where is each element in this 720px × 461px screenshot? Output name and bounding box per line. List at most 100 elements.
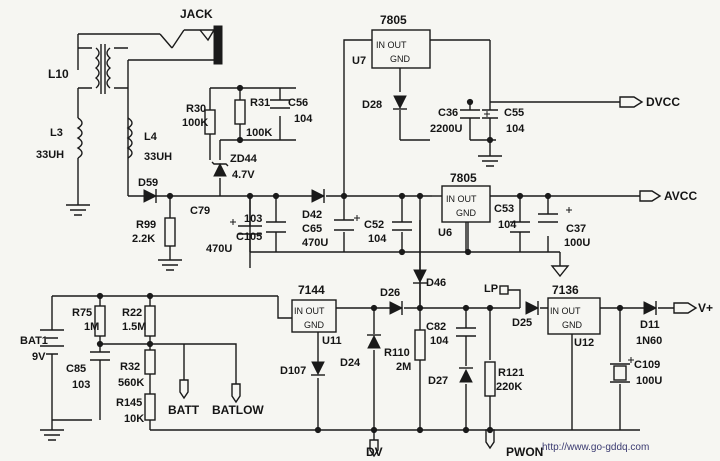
junction-dot (416, 426, 424, 434)
d42-diode (311, 189, 326, 203)
label-l4-value: 33UH (144, 151, 172, 163)
wire-battery (51, 295, 278, 421)
label-u7-chip: 7805 (380, 13, 407, 27)
label-u7: U7 (352, 55, 366, 67)
junction-dot (236, 136, 244, 144)
junction-dot (370, 304, 378, 312)
ground-symbol (478, 155, 502, 167)
r145-resistor (144, 393, 156, 421)
wire-batt-batlow (100, 343, 237, 384)
label-d42: D42 (302, 209, 322, 221)
junction-dot (96, 292, 104, 300)
label-c85-value: 103 (72, 379, 90, 391)
d42-triangle (311, 189, 326, 203)
plus-sign (484, 111, 490, 117)
label-u12-in-out: IN OUT (550, 306, 581, 316)
plus-sign (354, 215, 360, 221)
l4-coil (126, 117, 133, 159)
bat1-battery (40, 329, 64, 355)
jack-contact (199, 29, 215, 42)
r22-resistor (144, 305, 156, 337)
junction-dot (462, 304, 470, 312)
d11-diode (643, 301, 658, 315)
label-l4: L4 (144, 131, 158, 143)
label-c82-value: 104 (430, 335, 449, 347)
junction-dot (236, 84, 244, 92)
d59-triangle (143, 189, 158, 203)
dvcc-terminal (619, 96, 644, 108)
label-c82: C82 (426, 321, 446, 333)
wire-ground-mid (250, 251, 561, 266)
wire-d59 (127, 118, 251, 268)
r121-resistor (484, 361, 496, 397)
label-u11-gnd: GND (304, 320, 325, 330)
junction-dot (516, 192, 524, 200)
dv-terminal (369, 439, 379, 458)
ground-symbol (40, 420, 64, 441)
label-dvcc: DVCC (646, 95, 680, 109)
ground-symbol (158, 259, 182, 271)
label-c109: C109 (634, 359, 660, 371)
wire-u11 (277, 296, 319, 430)
r110-resistor (414, 329, 426, 361)
c55-capacitor (482, 109, 498, 119)
d46-diode (413, 269, 427, 284)
label-u6-in-out: IN OUT (446, 194, 477, 204)
label-r31: R31 (250, 97, 270, 109)
label-u12-gnd: GND (562, 320, 583, 330)
label-d11: D11 (640, 319, 660, 331)
ground-r99 (158, 259, 182, 271)
label-c65-value: 470U (302, 237, 328, 249)
c52-capacitor (392, 221, 412, 231)
wire-r30-r31 (209, 87, 296, 160)
label-vplus: V+ (698, 301, 713, 315)
label-d107: D107 (280, 365, 306, 377)
watermark-url: http://www.go-gddq.com (542, 442, 649, 453)
d26-triangle (389, 301, 404, 315)
ground-symbol (66, 204, 90, 216)
label-c103: 103 (244, 213, 262, 225)
wire-c65-c52 (343, 196, 403, 252)
label-u6: U6 (438, 227, 452, 239)
label-c109-value: 100U (636, 375, 662, 387)
ground-u7 (478, 155, 502, 167)
label-u6-chip: 7805 (450, 171, 477, 185)
label-c105: C105 (236, 231, 262, 243)
label-c36-value: 2200U (430, 123, 462, 135)
label-c37: C37 (566, 223, 586, 235)
label-r75-value: 1M (84, 321, 99, 333)
label-r145: R145 (116, 397, 142, 409)
label-u11-chip: 7144 (298, 283, 325, 297)
label-r32: R32 (120, 361, 140, 373)
d24-triangle (367, 334, 381, 349)
c53-capacitor (510, 221, 530, 233)
junction-dot (486, 426, 494, 434)
label-c79: C79 (190, 205, 210, 217)
label-d11-value: 1N60 (636, 335, 662, 347)
label-c56-value: 104 (294, 113, 313, 125)
d26-diode (389, 301, 404, 315)
label-r22-value: 1.5M (122, 321, 146, 333)
plus-sign (230, 219, 236, 225)
label-batlow: BATLOW (212, 403, 264, 417)
d28-triangle (393, 95, 407, 110)
d24-diode (367, 334, 381, 349)
c65-capacitor (334, 219, 354, 231)
label-r121-value: 220K (496, 381, 522, 393)
plus-sign (566, 207, 572, 213)
label-jack: JACK (180, 7, 213, 21)
c105-capacitor (266, 221, 286, 233)
label-c55: C55 (504, 107, 524, 119)
u12-regulator (547, 297, 601, 335)
junction-dot (462, 426, 470, 434)
label-u11: U11 (322, 335, 342, 347)
d27-diode (459, 367, 473, 383)
junction-dot (486, 304, 494, 312)
label-c36: C36 (438, 107, 458, 119)
label-avcc: AVCC (664, 189, 697, 203)
label-c37-value: 100U (564, 237, 590, 249)
d25-triangle (525, 301, 540, 315)
label-r30-value: 100K (182, 117, 208, 129)
label-r121: R121 (498, 367, 524, 379)
junction-dot (246, 192, 254, 200)
